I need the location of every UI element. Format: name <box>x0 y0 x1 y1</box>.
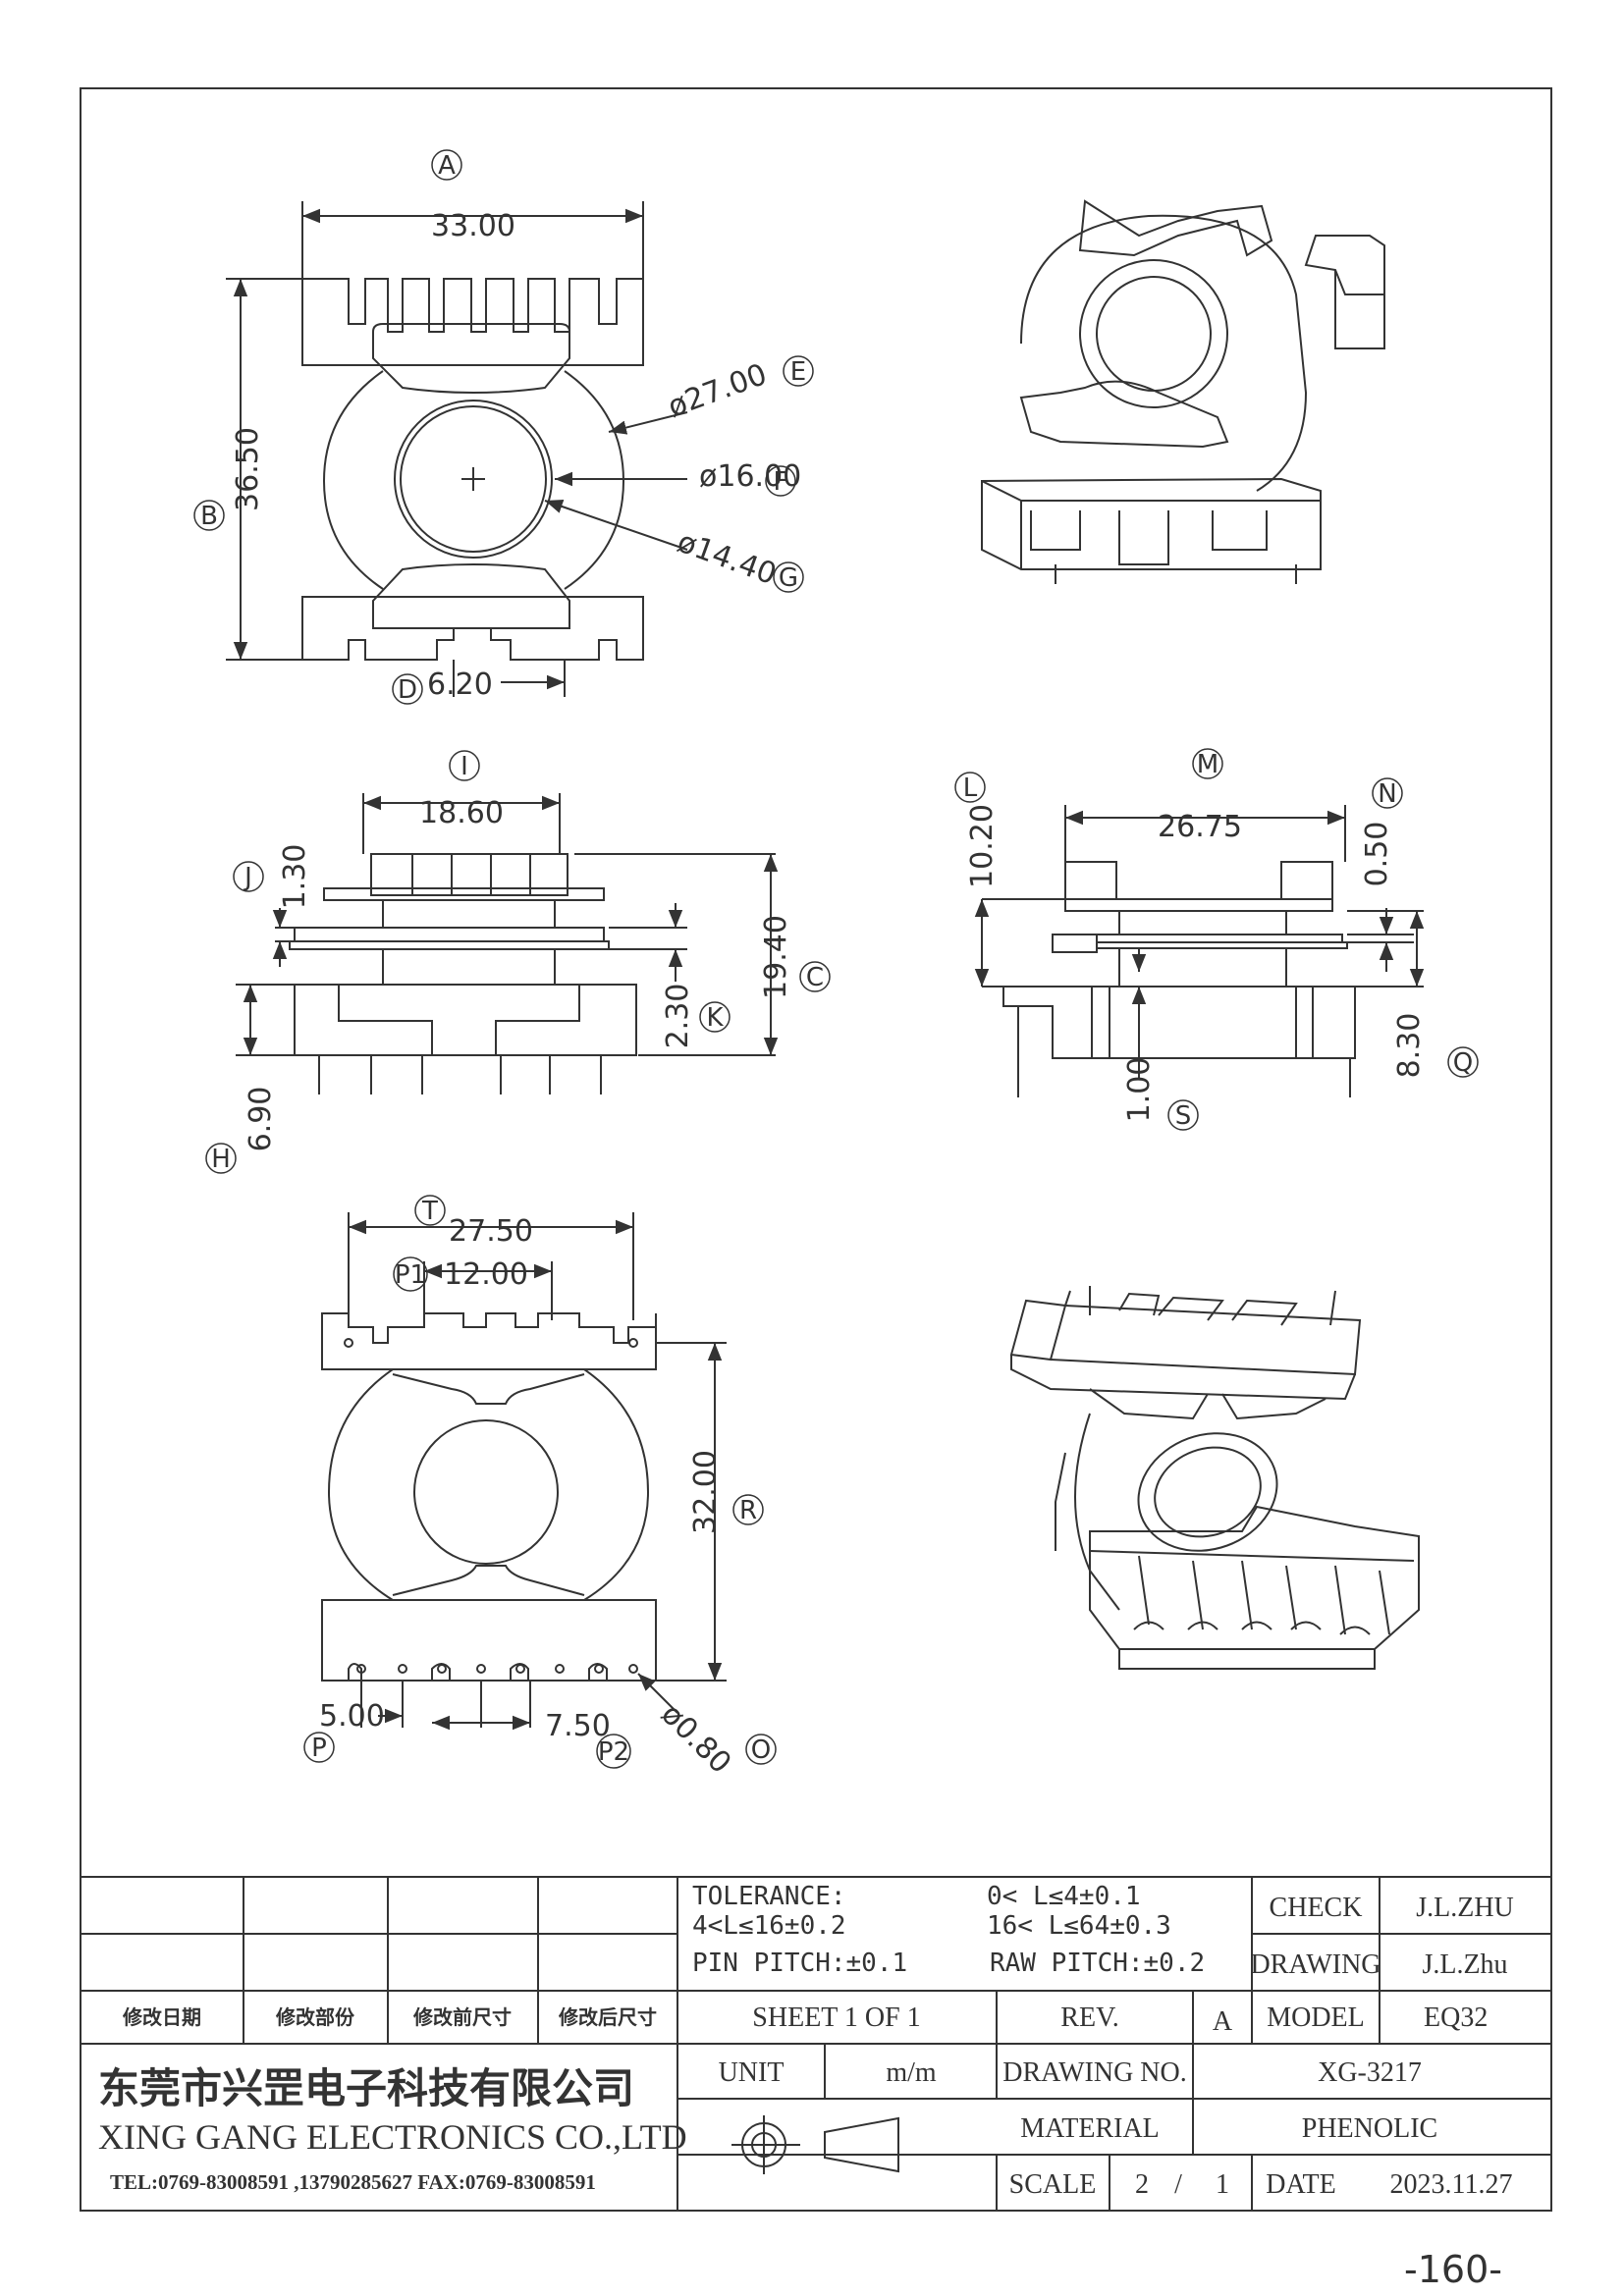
tolerance-3: 16< L≤64±0.3 <box>987 1911 1171 1941</box>
tolerance-1: 0< L≤4±0.1 <box>987 1882 1141 1911</box>
iso-view-bottom <box>1009 1286 1420 1670</box>
check-label: CHECK <box>1270 1893 1363 1923</box>
iso-view-top <box>981 199 1385 584</box>
dim-p2-7: 7.50 <box>545 1709 611 1743</box>
material-label: MATERIAL <box>1020 2113 1160 2144</box>
model-label: MODEL <box>1267 2002 1365 2033</box>
drawing-value: J.L.Zhu <box>1422 1949 1507 1980</box>
dim-l-10: 10.20 <box>965 804 1000 888</box>
tolerance-title: TOLERANCE: <box>692 1882 846 1911</box>
dim-width-27: 27.50 <box>449 1214 533 1249</box>
unit-value: m/m <box>886 2057 937 2088</box>
dim-height-36: 36.50 <box>231 427 265 511</box>
label-f: F <box>774 467 788 497</box>
side-view-left <box>236 793 779 1095</box>
top-view <box>226 201 688 697</box>
dim-h-6: 6.90 <box>244 1087 278 1152</box>
dim-n-0: 0.50 <box>1360 822 1394 887</box>
company-name-cn: 东莞市兴罡电子科技有限公司 <box>98 2064 634 2112</box>
label-h: H <box>211 1145 231 1174</box>
dim-width-18: 18.60 <box>419 796 504 830</box>
date-value: 2023.11.27 <box>1390 2169 1513 2200</box>
drawing-label: DRAWING <box>1250 1949 1380 1980</box>
scale-a: 2 <box>1135 2169 1149 2200</box>
dim-pin-12: 12.00 <box>444 1257 528 1292</box>
pin-pitch: PIN PITCH:±0.1 <box>692 1949 907 1978</box>
side-view-right <box>974 805 1425 1097</box>
dim-j-1: 1.30 <box>278 844 312 910</box>
rev-label: REV. <box>1060 2002 1118 2033</box>
dim-width-33: 33.00 <box>431 209 515 243</box>
label-c: C <box>806 963 824 992</box>
label-j: J <box>243 863 252 892</box>
model-value: EQ32 <box>1424 2002 1488 2033</box>
dim-diameter-27: ø27.00 <box>664 357 772 425</box>
label-circles <box>193 149 1479 1769</box>
check-value: J.L.ZHU <box>1416 1893 1514 1923</box>
label-r: R <box>739 1496 757 1525</box>
label-k: K <box>706 1003 724 1033</box>
dim-k-2: 2.30 <box>661 984 695 1049</box>
drawing-no-label: DRAWING NO. <box>1002 2057 1187 2088</box>
rev-header-part: 修改部份 <box>275 2005 355 2029</box>
label-t: T <box>421 1197 438 1226</box>
label-s: S <box>1175 1101 1192 1131</box>
company-name-en: XING GANG ELECTRONICS CO.,LTD <box>98 2117 687 2157</box>
company-contact: TEL:0769-83008591 ,13790285627 FAX:0769-… <box>110 2170 596 2194</box>
dim-diameter-16: ø16.00 <box>699 459 801 494</box>
dim-s-1: 1.00 <box>1122 1057 1157 1123</box>
projection-symbol <box>731 2115 899 2174</box>
tolerance-2: 4<L≤16±0.2 <box>692 1911 846 1941</box>
rev-header-date: 修改日期 <box>122 2005 201 2029</box>
label-n: N <box>1378 779 1396 809</box>
label-o: O <box>751 1735 771 1765</box>
dim-pitch-6: 6.20 <box>427 667 493 702</box>
raw-pitch: RAW PITCH:±0.2 <box>990 1949 1205 1978</box>
scale-b: 1 <box>1216 2169 1229 2200</box>
label-p2: P2 <box>598 1737 629 1767</box>
sheet-text: SHEET 1 OF 1 <box>752 2002 920 2033</box>
label-d: D <box>398 675 417 705</box>
dim-diameter-14: ø14.40 <box>673 525 781 593</box>
dim-height-19: 19.40 <box>759 915 793 999</box>
unit-label: UNIT <box>719 2057 785 2088</box>
dim-p-5: 5.00 <box>319 1699 385 1734</box>
date-label: DATE <box>1266 2169 1336 2200</box>
scale-sep: / <box>1174 2169 1182 2200</box>
dim-height-32: 32.00 <box>688 1450 723 1534</box>
label-q: Q <box>1453 1048 1473 1078</box>
material-value: PHENOLIC <box>1302 2113 1437 2144</box>
sheet-border <box>80 87 1552 2212</box>
dim-q-8: 8.30 <box>1392 1013 1427 1079</box>
rev-value: A <box>1213 2006 1233 2037</box>
label-l: L <box>963 774 978 803</box>
label-p1: P1 <box>395 1260 426 1290</box>
label-i: I <box>460 752 468 781</box>
label-b: B <box>200 502 218 531</box>
label-p: P <box>311 1734 327 1763</box>
rev-header-before: 修改前尺寸 <box>412 2005 512 2029</box>
label-a: A <box>438 151 456 181</box>
scale-label: SCALE <box>1009 2169 1097 2200</box>
label-g: G <box>779 563 798 593</box>
dim-hole: ø0.80 <box>654 1697 737 1781</box>
dim-width-26: 26.75 <box>1158 810 1242 844</box>
rev-header-after: 修改后尺寸 <box>558 2005 657 2029</box>
drawing-no-value: XG-3217 <box>1318 2057 1422 2088</box>
page-number: -160- <box>1404 2248 1502 2291</box>
title-block-grid <box>81 1876 1551 2211</box>
label-m: M <box>1197 750 1218 779</box>
label-e: E <box>790 357 806 387</box>
bottom-view <box>321 1212 727 1731</box>
